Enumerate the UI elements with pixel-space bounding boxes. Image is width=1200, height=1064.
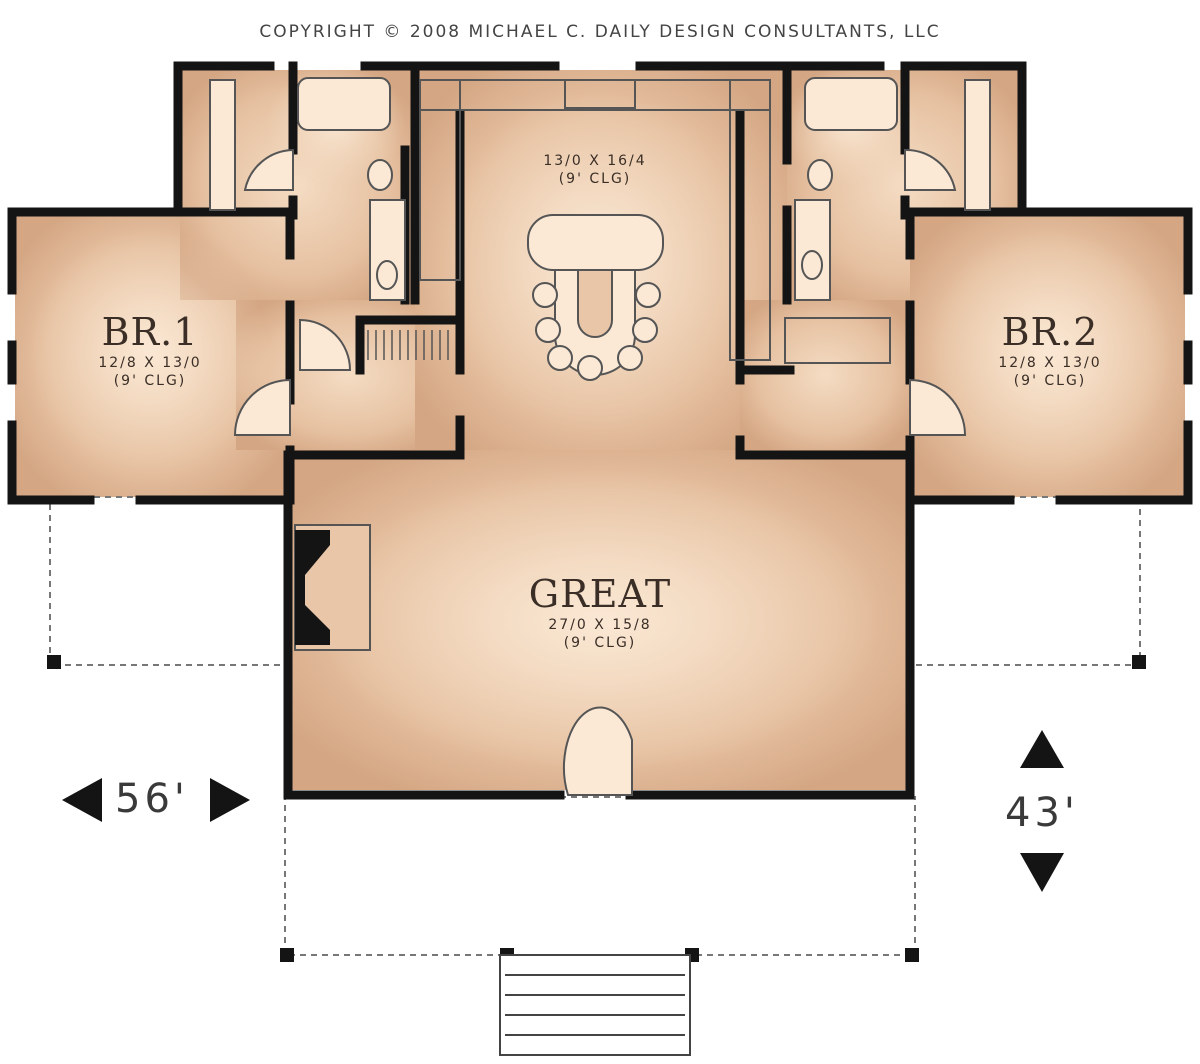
width-dimension: 56'	[115, 776, 189, 822]
porch-left	[49, 496, 291, 666]
room-ceiling: (9' CLG)	[1013, 373, 1087, 389]
doors	[233, 148, 967, 796]
front-stairs	[499, 954, 691, 1056]
bedroom-1-label: BR.1 12/8 X 13/0 (9' CLG)	[60, 310, 240, 390]
room-size: 27/0 X 15/8	[548, 617, 652, 633]
up-arrow-icon	[1020, 730, 1064, 768]
hall-2-fill	[740, 300, 910, 450]
dining-island	[527, 214, 664, 381]
room-ceiling: (9' CLG)	[563, 635, 637, 651]
bedroom-2-label: BR.2 12/8 X 13/0 (9' CLG)	[960, 310, 1140, 390]
copyright-notice: COPYRIGHT © 2008 MICHAEL C. DAILY DESIGN…	[259, 22, 941, 42]
room-name: BR.1	[101, 310, 199, 354]
dimension-arrows	[62, 730, 1064, 892]
room-ceiling: (9' CLG)	[113, 373, 187, 389]
room-name: BR.2	[1001, 310, 1099, 354]
room-size: 12/8 X 13/0	[998, 355, 1102, 371]
room-name: GREAT	[528, 572, 672, 616]
down-arrow-icon	[1020, 853, 1064, 892]
great-room-label: GREAT 27/0 X 15/8 (9' CLG)	[490, 572, 710, 652]
walls	[7, 61, 1193, 800]
porch-front	[284, 796, 916, 956]
left-arrow-icon	[62, 778, 102, 822]
room-size: 12/8 X 13/0	[98, 355, 202, 371]
room-size: 13/0 X 16/4	[543, 153, 647, 169]
porch-right	[909, 496, 1141, 666]
closet-shelves	[367, 330, 449, 360]
bath-fixtures	[209, 77, 991, 301]
highlights	[30, 65, 1170, 770]
kitchen-label: 13/0 X 16/4 (9' CLG)	[500, 152, 690, 188]
kitchen-fixtures	[419, 79, 891, 364]
depth-dimension: 43'	[1005, 790, 1079, 836]
fireplace	[294, 524, 371, 651]
right-arrow-icon	[210, 778, 250, 822]
room-ceiling: (9' CLG)	[558, 171, 632, 187]
